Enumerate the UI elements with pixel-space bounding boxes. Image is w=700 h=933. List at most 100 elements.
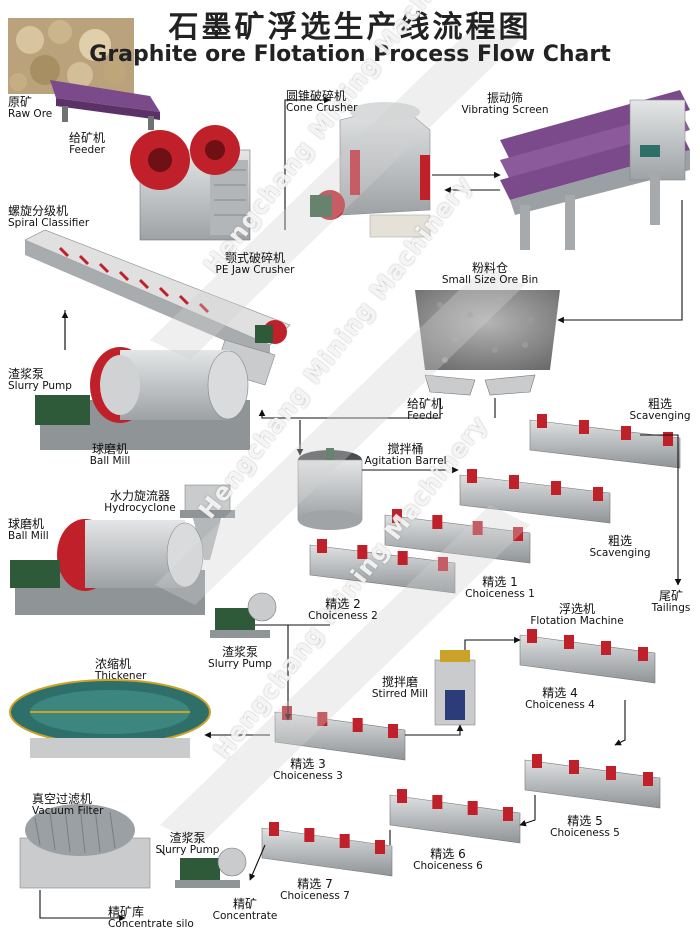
label-raw-ore-zh: 原矿 xyxy=(8,95,33,109)
label-spiral-classifier-en: Spiral Classifier xyxy=(8,216,90,229)
feeder-mid-machines xyxy=(424,374,536,396)
label-choiceness-2-en: Choiceness 2 xyxy=(308,609,378,622)
bank-choiceness-7-motor xyxy=(339,834,350,848)
bank-choiceness-1-motor xyxy=(392,509,402,523)
label-feeder-mid-en: Feeder xyxy=(407,409,443,422)
label-cone-crusher-zh: 圆锥破碎机 xyxy=(286,89,347,103)
label-thickener-zh: 浓缩机 xyxy=(95,657,132,671)
label-feeder-mid-zh: 给矿机 xyxy=(406,397,443,411)
label-thickener: 浓缩机 Thickener xyxy=(95,658,146,682)
bank-choiceness-4-motor xyxy=(564,635,574,649)
raw-ore-image xyxy=(8,18,134,94)
label-slurry-pump-3-zh: 渣浆泵 xyxy=(169,831,206,845)
label-hydrocyclone: 水力旋流器 Hydrocyclone xyxy=(95,490,185,514)
label-scavenging-2-en: Scavenging xyxy=(589,546,651,559)
bank-choiceness-5-motor xyxy=(532,754,542,768)
label-concentrate-silo-zh: 精矿库 xyxy=(108,905,145,919)
bank-choiceness-4 xyxy=(519,629,656,684)
label-small-ore-bin-en: Small Size Ore Bin xyxy=(441,273,539,286)
bank-choiceness-5-motor xyxy=(606,766,616,780)
ball-mill-2-machine xyxy=(10,519,205,615)
bank-scavenging-1-motor xyxy=(621,426,631,440)
bank-choiceness-3 xyxy=(274,706,406,761)
bank-choiceness-5 xyxy=(524,754,661,809)
label-small-ore-bin-zh: 粉料仓 xyxy=(471,261,508,275)
bank-choiceness-7 xyxy=(261,822,393,877)
label-concentrate-zh: 精矿 xyxy=(232,897,257,911)
label-spiral-classifier-zh: 螺旋分级机 xyxy=(8,204,69,218)
label-feeder-top-zh: 给矿机 xyxy=(68,131,105,145)
cone-crusher-machine xyxy=(310,102,431,238)
label-slurry-pump-1-en: Slurry Pump xyxy=(8,379,72,392)
small-ore-bin xyxy=(415,290,560,370)
label-ball-mill-2-zh: 球磨机 xyxy=(8,517,45,531)
label-ball-mill-1: 球磨机 Ball Mill xyxy=(85,443,135,467)
label-choiceness-2: 精选 2 Choiceness 2 xyxy=(303,598,383,622)
label-tailings-zh: 尾矿 xyxy=(658,589,683,603)
label-tailings: 尾矿 Tailings xyxy=(645,590,697,614)
label-hydrocyclone-en: Hydrocyclone xyxy=(104,501,176,514)
agitation-barrel-machine xyxy=(297,448,363,530)
jaw-crusher-machine xyxy=(130,125,251,241)
label-vibrating-screen-zh: 振动筛 xyxy=(486,91,523,105)
label-vacuum-filter: 真空过滤机 Vacuum Filter xyxy=(32,793,103,817)
bank-choiceness-7-motor xyxy=(304,828,315,842)
flotation-banks xyxy=(261,414,681,877)
bank-choiceness-3-motor xyxy=(282,706,292,720)
bank-scavenging-2-motor xyxy=(467,469,477,483)
label-spiral-classifier: 螺旋分级机 Spiral Classifier xyxy=(8,205,89,229)
label-agitation-barrel-en: Agitation Barrel xyxy=(364,454,447,467)
ball-mill-1-machine xyxy=(35,347,250,450)
label-scavenging-1-zh: 粗选 xyxy=(647,397,672,411)
bank-scavenging-2 xyxy=(459,469,611,524)
label-choiceness-3-en: Choiceness 3 xyxy=(273,769,343,782)
feeder-top-machine xyxy=(50,80,160,130)
bank-choiceness-1-motor xyxy=(513,527,523,541)
label-slurry-pump-3-en: Slurry Pump xyxy=(155,843,220,856)
bank-choiceness-6-motor xyxy=(432,795,443,809)
label-choiceness-1-zh: 精选 1 xyxy=(482,575,518,589)
label-concentrate-silo: 精矿库 Concentrate silo xyxy=(108,906,194,930)
label-choiceness-1-en: Choiceness 1 xyxy=(465,587,535,600)
label-choiceness-4: 精选 4 Choiceness 4 xyxy=(520,687,600,711)
label-slurry-pump-1-zh: 渣浆泵 xyxy=(8,367,45,381)
bank-choiceness-5-motor xyxy=(569,760,579,774)
label-hydrocyclone-zh: 水力旋流器 xyxy=(109,489,170,503)
vacuum-filter-machine xyxy=(19,804,151,889)
label-vibrating-screen-en: Vibrating Screen xyxy=(461,103,549,116)
label-choiceness-7-en: Choiceness 7 xyxy=(280,889,350,902)
bank-choiceness-5-motor xyxy=(643,772,653,786)
bank-scavenging-1-motor xyxy=(537,414,547,428)
label-feeder-top: 给矿机 Feeder xyxy=(62,132,112,156)
label-choiceness-7-zh: 精选 7 xyxy=(297,877,333,891)
label-cone-crusher-en: Cone Crusher xyxy=(286,101,358,114)
bank-choiceness-2-motor xyxy=(438,557,448,571)
label-scavenging-2-zh: 粗选 xyxy=(607,534,632,548)
label-jaw-crusher-en: PE Jaw Crusher xyxy=(215,263,295,276)
label-agitation-barrel: 搅拌桶 Agitation Barrel xyxy=(358,443,453,467)
bank-scavenging-1 xyxy=(529,414,681,469)
bank-scavenging-2-motor xyxy=(551,481,561,495)
label-feeder-top-en: Feeder xyxy=(69,143,105,156)
label-thickener-en: Thickener xyxy=(95,669,147,682)
label-choiceness-4-zh: 精选 4 xyxy=(542,686,578,700)
label-ball-mill-1-en: Ball Mill xyxy=(89,454,131,467)
bank-choiceness-2-motor xyxy=(397,551,408,565)
label-scavenging-2: 粗选 Scavenging xyxy=(585,535,655,559)
label-concentrate: 精矿 Concentrate xyxy=(205,898,285,922)
label-slurry-pump-3: 渣浆泵 Slurry Pump xyxy=(150,832,225,856)
bank-choiceness-6-tank xyxy=(389,794,521,844)
label-jaw-crusher: 颚式破碎机 PE Jaw Crusher xyxy=(195,252,315,276)
label-scavenging-1-en: Scavenging xyxy=(629,409,691,422)
slurry-pump-2-machine xyxy=(210,592,277,638)
vibrating-screen-machine xyxy=(500,90,690,250)
thickener-machine xyxy=(9,679,211,758)
label-raw-ore: 原矿 Raw Ore xyxy=(8,96,52,120)
label-choiceness-5-zh: 精选 5 xyxy=(567,814,603,828)
bank-choiceness-4-tank xyxy=(519,634,656,684)
bank-choiceness-2 xyxy=(309,539,456,594)
title-chinese: 石墨矿浮选生产线流程图 xyxy=(168,10,532,45)
label-ball-mill-2: 球磨机 Ball Mill xyxy=(8,518,49,542)
flow-arrows xyxy=(39,96,683,922)
label-slurry-pump-1: 渣浆泵 Slurry Pump xyxy=(8,368,72,392)
